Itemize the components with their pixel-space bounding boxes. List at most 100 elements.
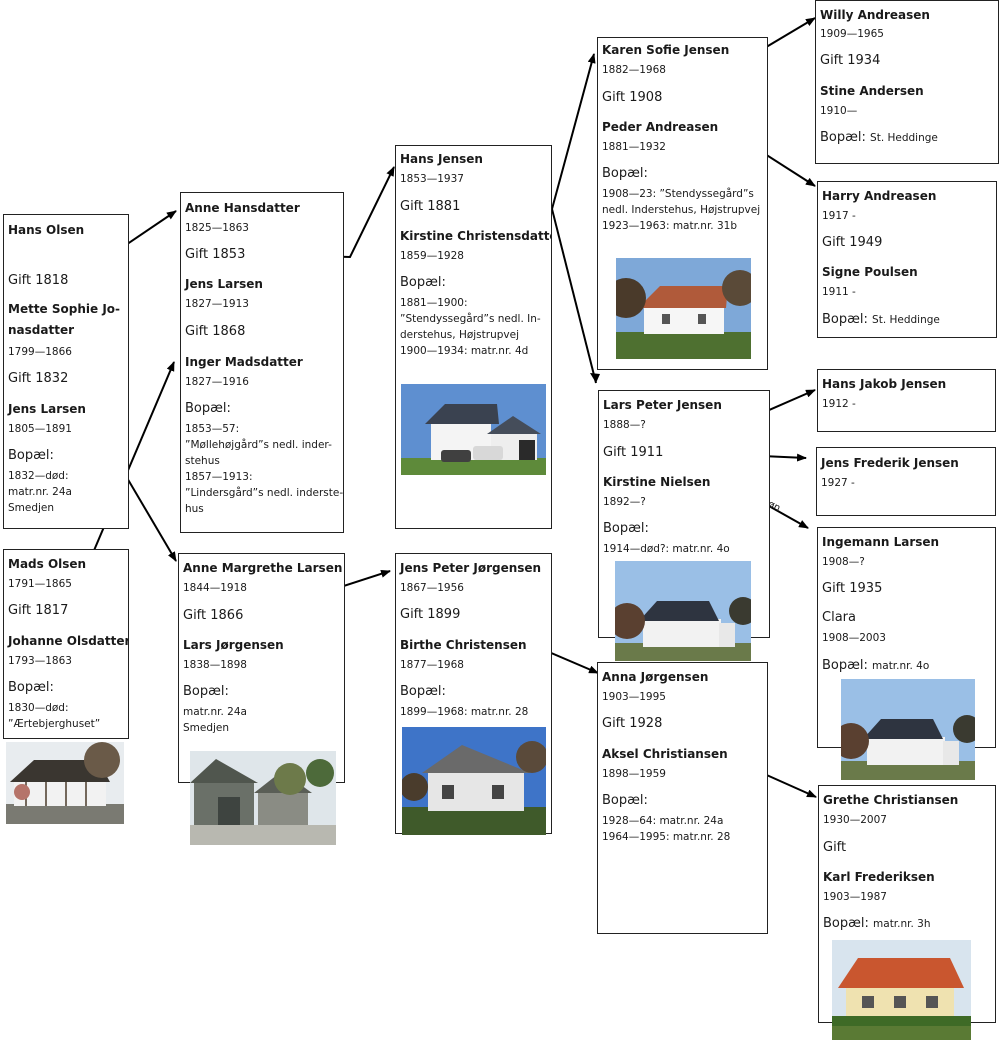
life-dates: 1910— <box>820 105 858 117</box>
person-name: Karl Frederiksen <box>823 870 935 884</box>
life-dates: 1908—2003 <box>822 632 886 644</box>
person-name: Hans Olsen <box>8 223 85 237</box>
person-name: Jens Larsen <box>8 402 86 416</box>
life-dates: 1909—1965 <box>820 28 884 40</box>
marriage-label: Gift 1818 <box>8 273 69 288</box>
life-dates: 1888—? <box>603 419 646 431</box>
life-dates: 1911 - <box>822 286 856 298</box>
life-dates: 1867—1956 <box>400 582 464 594</box>
house-photo-aertebjerghuset <box>6 742 124 824</box>
house-photo-4o <box>615 561 751 661</box>
residence-line: Bopæl: matr.nr. 4o <box>822 658 929 673</box>
residence-label: Bopæl: <box>603 521 649 536</box>
residence-label: Bopæl: <box>8 680 54 695</box>
residence-line: Bopæl: matr.nr. 3h <box>823 916 931 931</box>
life-dates: 1827—1913 <box>185 298 249 310</box>
residence-text: 1928—64: matr.nr. 24a 1964—1995: matr.nr… <box>602 815 731 843</box>
person-name: Anne Margrethe Larsen <box>183 561 343 575</box>
person-name: Willy Andreasen <box>820 8 930 22</box>
life-dates: 1793—1863 <box>8 655 72 667</box>
life-dates: 1844—1918 <box>183 582 247 594</box>
residence-text: St. Heddinge <box>872 314 940 326</box>
life-dates: 1853—1937 <box>400 173 464 185</box>
life-dates: 1930—2007 <box>823 814 887 826</box>
residence-text: 1899—1968: matr.nr. 28 <box>400 706 529 718</box>
residence-text: matr.nr. 4o <box>872 660 930 672</box>
marriage-label: Gift 1934 <box>820 53 881 68</box>
person-name: Jens Peter Jørgensen <box>400 561 542 575</box>
box-anna-jorgensen: Anna Jørgensen 1903—1995 Gift 1928 Aksel… <box>597 662 768 934</box>
life-dates: 1799—1866 <box>8 346 72 358</box>
life-dates: 1882—1968 <box>602 64 666 76</box>
life-dates: 1903—1987 <box>823 891 887 903</box>
person-name: Inger Madsdatter <box>185 355 303 369</box>
marriage-label: Gift 1911 <box>603 445 664 460</box>
residence-text: matr.nr. 24a Smedjen <box>183 706 247 734</box>
person-name: nasdatter <box>8 323 74 337</box>
person-name: Lars Jørgensen <box>183 638 284 652</box>
person-name: Clara <box>822 610 856 625</box>
residence-label: Bopæl: <box>185 401 231 416</box>
life-dates: 1927 - <box>821 477 855 489</box>
life-dates: 1805—1891 <box>8 423 72 435</box>
residence-text: 1830—død: ”Ærtebjerghuset” <box>8 702 101 730</box>
residence-label: Bopæl: <box>822 658 868 673</box>
person-name: Harry Andreasen <box>822 189 937 203</box>
box-hans-jakob-jensen: Hans Jakob Jensen 1912 - <box>817 369 996 432</box>
person-name: Anne Hansdatter <box>185 201 300 215</box>
residence-label: Bopæl: <box>8 448 54 463</box>
house-photo-31b <box>616 258 751 359</box>
life-dates: 1881—1932 <box>602 141 666 153</box>
house-photo-ingemann-4o <box>841 679 975 780</box>
house-photo-3h <box>832 940 971 1040</box>
residence-label: Bopæl: <box>822 312 868 327</box>
residence-text: 1832—død: matr.nr. 24a Smedjen <box>8 470 72 514</box>
residence-label: Bopæl: <box>820 130 866 145</box>
residence-text: matr.nr. 3h <box>873 918 931 930</box>
residence-line: Bopæl: St. Heddinge <box>822 312 940 327</box>
marriage-label: Gift 1899 <box>400 607 461 622</box>
marriage-label: Gift 1881 <box>400 199 461 214</box>
life-dates: 1825—1863 <box>185 222 249 234</box>
residence-text: St. Heddinge <box>870 132 938 144</box>
marriage-label: Gift 1853 <box>185 247 246 262</box>
person-name: Aksel Christiansen <box>602 747 728 761</box>
person-name: Karen Sofie Jensen <box>602 43 730 57</box>
residence-label: Bopæl: <box>602 793 648 808</box>
box-willy-andreasen: Willy Andreasen 1909—1965 Gift 1934 Stin… <box>815 0 999 164</box>
life-dates: 1917 - <box>822 210 856 222</box>
residence-label: Bopæl: <box>602 166 648 181</box>
residence-text: 1853—57: ”Møllehøjgård”s nedl. inder- st… <box>185 423 344 515</box>
box-hans-olsen: Hans Olsen Gift 1818 Mette Sophie Jo- na… <box>3 214 129 529</box>
marriage-label: Gift 1928 <box>602 716 663 731</box>
person-name: Jens Larsen <box>185 277 263 291</box>
residence-label: Bopæl: <box>400 275 446 290</box>
house-photo-28 <box>402 727 546 835</box>
person-name: Stine Andersen <box>820 84 924 98</box>
person-name: Hans Jensen <box>400 152 483 166</box>
life-dates: 1912 - <box>822 398 856 410</box>
person-name: Peder Andreasen <box>602 120 719 134</box>
person-name: Ingemann Larsen <box>822 535 940 549</box>
life-dates: 1898—1959 <box>602 768 666 780</box>
residence-line: Bopæl: St. Heddinge <box>820 130 938 145</box>
house-photo-smedjen <box>190 751 336 845</box>
box-mads-olsen: Mads Olsen 1791—1865 Gift 1817 Johanne O… <box>3 549 129 739</box>
life-dates: 1827—1916 <box>185 376 249 388</box>
residence-text: 1908—23: ”Stendyssegård”s nedl. Inderste… <box>602 188 761 232</box>
residence-label: Bopæl: <box>823 916 869 931</box>
residence-text: 1881—1900: ”Stendyssegård”s nedl. In- de… <box>400 297 541 357</box>
residence-label: Bopæl: <box>183 684 229 699</box>
marriage-label: Gift 1935 <box>822 581 883 596</box>
person-name: Anna Jørgensen <box>602 670 709 684</box>
person-name: Johanne Olsdatter <box>8 634 129 648</box>
marriage-label: Gift 1949 <box>822 235 883 250</box>
house-photo-4d <box>401 384 546 475</box>
life-dates: 1877—1968 <box>400 659 464 671</box>
marriage-label: Gift 1832 <box>8 371 69 386</box>
life-dates: 1892—? <box>603 496 646 508</box>
person-name: Kirstine Christensdatter <box>400 229 552 243</box>
life-dates: 1859—1928 <box>400 250 464 262</box>
marriage-label: Gift 1908 <box>602 90 663 105</box>
person-name: Mads Olsen <box>8 557 87 571</box>
